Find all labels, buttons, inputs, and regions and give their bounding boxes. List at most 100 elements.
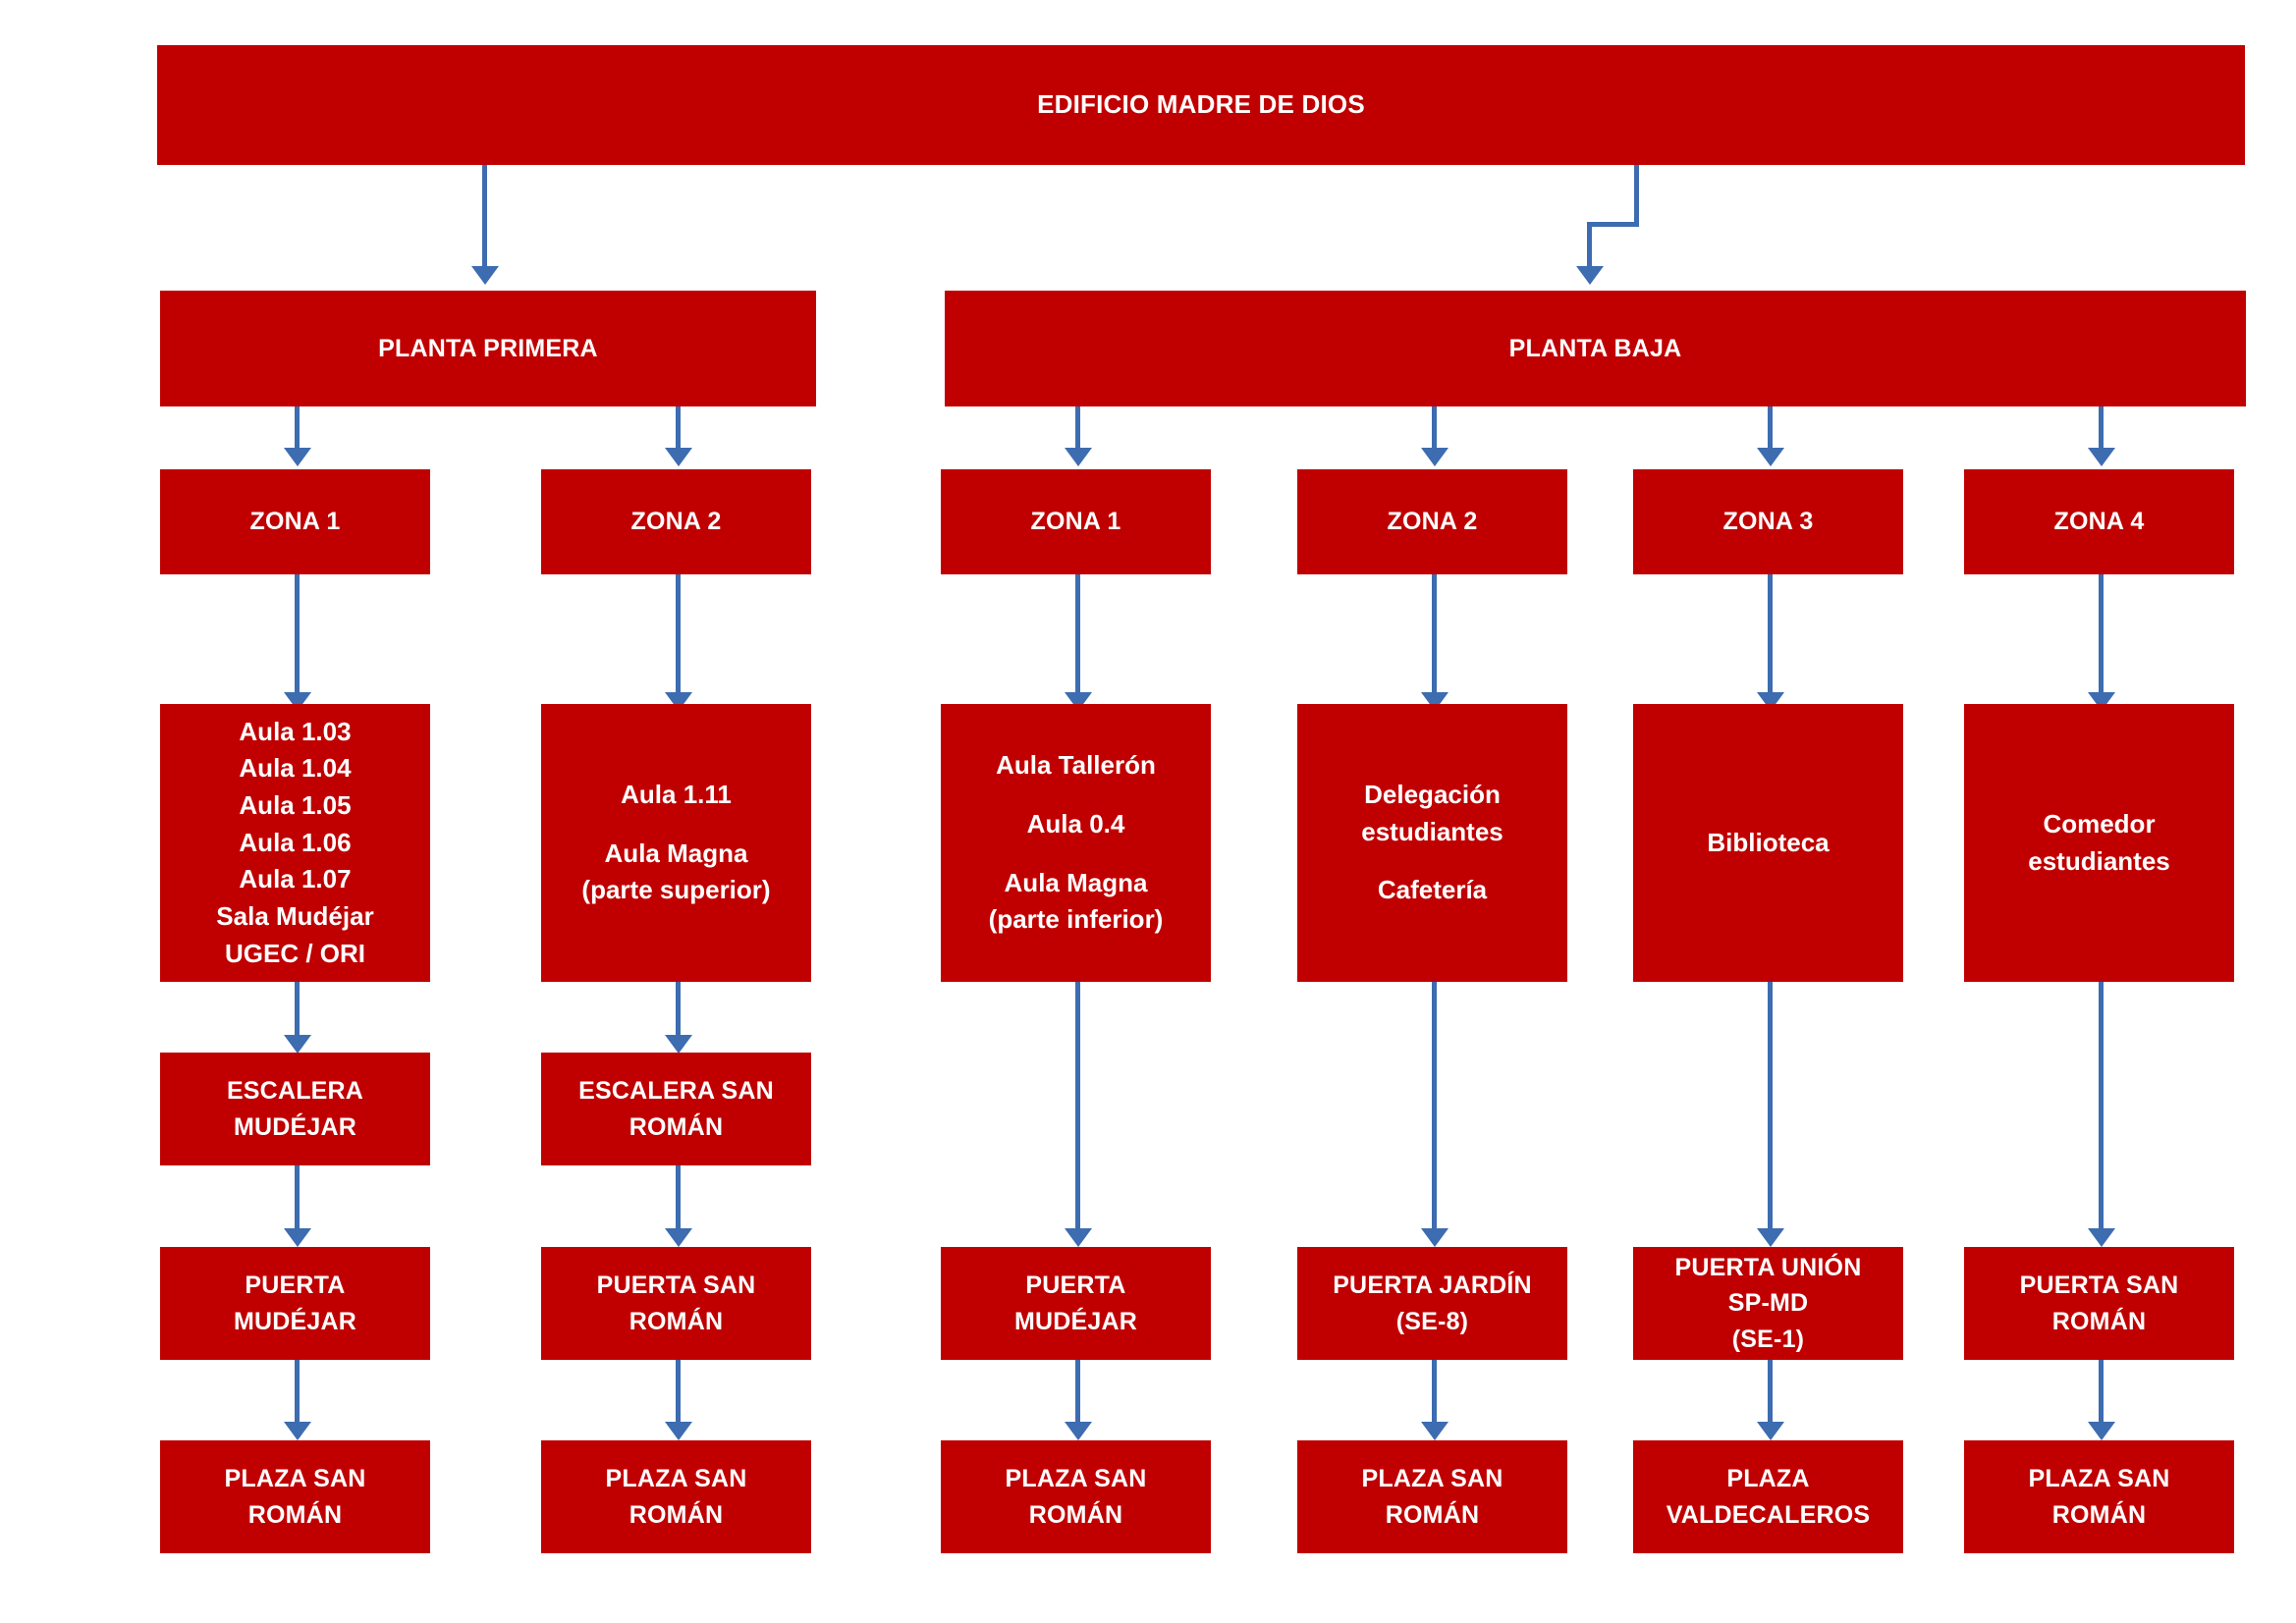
node-zona-2-planta-baja[interactable]: ZONA 2 xyxy=(1297,469,1567,574)
arrowhead-puerta-san-roman-pp-to-plaza xyxy=(665,1422,692,1440)
node-puerta-san-roman-pp[interactable]: PUERTA SAN ROMÁN xyxy=(541,1247,811,1360)
node-puerta-mudejar-pp[interactable]: PUERTA MUDÉJAR xyxy=(160,1247,430,1360)
node-puerta-jardin[interactable]: PUERTA JARDÍN (SE-8) xyxy=(1297,1247,1567,1360)
node-planta-primera[interactable]: PLANTA PRIMERA xyxy=(160,291,816,406)
door-line: (SE-1) xyxy=(1731,1325,1805,1353)
node-escalera-mudejar[interactable]: ESCALERA MUDÉJAR xyxy=(160,1053,430,1165)
room-line: UGEC / ORI xyxy=(224,938,365,968)
room-line: estudiantes xyxy=(1361,816,1503,846)
node-label: ZONA 4 xyxy=(2053,508,2145,536)
node-plaza-san-roman-1[interactable]: PLAZA SAN ROMÁN xyxy=(160,1440,430,1553)
node-rooms-zona-2-planta-primera[interactable]: Aula 1.11 Aula Magna (parte superior) xyxy=(541,704,811,982)
connector-zona-1pb-to-rooms xyxy=(1075,574,1080,692)
room-spacer xyxy=(1303,850,1561,872)
arrowhead-planta-baja-to-zona-2 xyxy=(1421,448,1449,466)
room-line: Aula 1.04 xyxy=(239,753,352,784)
connector-planta-baja-to-zona-4 xyxy=(2099,406,2104,448)
connector-zona-2pb-to-rooms xyxy=(1432,574,1437,692)
arrowhead-escalera-san-roman-to-puerta-san-roman xyxy=(665,1228,692,1247)
connector-rooms-to-escalera-mudejar xyxy=(295,982,300,1035)
connector-rooms-to-puerta-jardin xyxy=(1432,982,1437,1228)
connector-puerta-san-roman-pp-to-plaza xyxy=(676,1360,681,1422)
door-line: PUERTA xyxy=(1025,1271,1126,1300)
node-plaza-san-roman-6[interactable]: PLAZA SAN ROMÁN xyxy=(1964,1440,2234,1553)
node-puerta-san-roman-z4[interactable]: PUERTA SAN ROMÁN xyxy=(1964,1247,2234,1360)
node-plaza-san-roman-3[interactable]: PLAZA SAN ROMÁN xyxy=(941,1440,1211,1553)
connector-planta-primera-to-zona-2 xyxy=(676,406,681,448)
connector-planta-baja-to-zona-3 xyxy=(1768,406,1773,448)
connector-root-to-planta-primera xyxy=(482,165,487,266)
node-puerta-mudejar-pb[interactable]: PUERTA MUDÉJAR xyxy=(941,1247,1211,1360)
arrowhead-planta-baja-to-zona-1 xyxy=(1065,448,1092,466)
node-zona-1-planta-baja[interactable]: ZONA 1 xyxy=(941,469,1211,574)
node-zona-3-planta-baja[interactable]: ZONA 3 xyxy=(1633,469,1903,574)
node-puerta-union-sp-md[interactable]: PUERTA UNIÓN SP-MD (SE-1) xyxy=(1633,1247,1903,1360)
node-plaza-san-roman-2[interactable]: PLAZA SAN ROMÁN xyxy=(541,1440,811,1553)
room-line: Delegación xyxy=(1364,779,1501,809)
node-rooms-zona-3-planta-baja[interactable]: Biblioteca xyxy=(1633,704,1903,982)
node-edificio-madre-de-dios[interactable]: EDIFICIO MADRE DE DIOS xyxy=(157,45,2245,165)
node-planta-baja[interactable]: PLANTA BAJA xyxy=(945,291,2246,406)
door-line: PUERTA JARDÍN xyxy=(1333,1271,1532,1300)
node-escalera-san-roman[interactable]: ESCALERA SAN ROMÁN xyxy=(541,1053,811,1165)
node-zona-4-planta-baja[interactable]: ZONA 4 xyxy=(1964,469,2234,574)
node-zona-1-planta-primera[interactable]: ZONA 1 xyxy=(160,469,430,574)
room-line: Cafetería xyxy=(1377,875,1488,905)
node-label: ZONA 2 xyxy=(1387,508,1478,536)
arrowhead-planta-primera-to-zona-2 xyxy=(665,448,692,466)
connector-escalera-san-roman-to-puerta-san-roman xyxy=(676,1165,681,1228)
connector-rooms-to-puerta-san-roman-z4 xyxy=(2099,982,2104,1228)
room-spacer xyxy=(947,843,1205,865)
arrowhead-puerta-san-roman-z4-to-plaza xyxy=(2088,1422,2115,1440)
node-label: PLANTA BAJA xyxy=(1508,334,1682,362)
arrowhead-rooms-to-puerta-mudejar-pb xyxy=(1065,1228,1092,1247)
stair-line: ESCALERA SAN xyxy=(578,1077,774,1106)
node-rooms-zona-1-planta-baja[interactable]: Aula Tallerón Aula 0.4 Aula Magna (parte… xyxy=(941,704,1211,982)
room-line: Biblioteca xyxy=(1707,827,1830,857)
room-line: Aula Magna xyxy=(1004,867,1148,897)
node-rooms-zona-2-planta-baja[interactable]: Delegación estudiantes Cafetería xyxy=(1297,704,1567,982)
arrowhead-rooms-to-puerta-union xyxy=(1757,1228,1784,1247)
room-line: Aula 1.05 xyxy=(239,789,352,820)
arrowhead-escalera-mudejar-to-puerta-mudejar xyxy=(284,1228,311,1247)
room-spacer xyxy=(947,784,1205,806)
room-line: Aula 0.4 xyxy=(1026,808,1125,839)
arrowhead-rooms-to-puerta-jardin xyxy=(1421,1228,1449,1247)
room-line: Aula Tallerón xyxy=(996,750,1156,781)
stair-line: MUDÉJAR xyxy=(233,1112,357,1141)
stair-line: ESCALERA xyxy=(226,1077,364,1106)
node-zona-2-planta-primera[interactable]: ZONA 2 xyxy=(541,469,811,574)
connector-puerta-jardin-to-plaza xyxy=(1432,1360,1437,1422)
room-line: Aula 1.07 xyxy=(239,864,352,894)
plaza-line: ROMÁN xyxy=(247,1500,343,1529)
stair-line: ROMÁN xyxy=(629,1112,724,1141)
node-rooms-zona-1-planta-primera[interactable]: Aula 1.03 Aula 1.04 Aula 1.05 Aula 1.06 … xyxy=(160,704,430,982)
arrowhead-planta-baja-to-zona-4 xyxy=(2088,448,2115,466)
connector-planta-baja-to-zona-1 xyxy=(1075,406,1080,448)
connector-zona-3pb-to-rooms xyxy=(1768,574,1773,692)
node-plaza-valdecaleros[interactable]: PLAZA VALDECALEROS xyxy=(1633,1440,1903,1553)
connector-rooms-to-escalera-san-roman xyxy=(676,982,681,1035)
plaza-line: VALDECALEROS xyxy=(1666,1500,1871,1529)
arrowhead-puerta-mudejar-pb-to-plaza xyxy=(1065,1422,1092,1440)
node-plaza-san-roman-4[interactable]: PLAZA SAN ROMÁN xyxy=(1297,1440,1567,1553)
door-line: PUERTA UNIÓN xyxy=(1674,1254,1862,1282)
arrowhead-planta-baja-to-zona-3 xyxy=(1757,448,1784,466)
door-line: PUERTA SAN xyxy=(596,1271,756,1300)
plaza-line: ROMÁN xyxy=(1028,1500,1123,1529)
door-line: MUDÉJAR xyxy=(1013,1307,1138,1335)
connector-puerta-union-to-plaza xyxy=(1768,1360,1773,1422)
room-line: (parte superior) xyxy=(581,875,771,905)
connector-root-to-planta-baja-seg1 xyxy=(1634,165,1639,226)
node-rooms-zona-4-planta-baja[interactable]: Comedor estudiantes xyxy=(1964,704,2234,982)
connector-rooms-to-puerta-mudejar-pb xyxy=(1075,982,1080,1228)
room-line: Aula Magna xyxy=(604,838,748,868)
door-line: MUDÉJAR xyxy=(233,1307,357,1335)
connector-puerta-san-roman-z4-to-plaza xyxy=(2099,1360,2104,1422)
connector-root-to-planta-baja-seg2 xyxy=(1587,222,1639,227)
door-line: (SE-8) xyxy=(1395,1307,1469,1335)
room-line: Sala Mudéjar xyxy=(216,901,374,932)
node-label: PLANTA PRIMERA xyxy=(378,334,598,362)
arrowhead-rooms-to-escalera-san-roman xyxy=(665,1035,692,1054)
